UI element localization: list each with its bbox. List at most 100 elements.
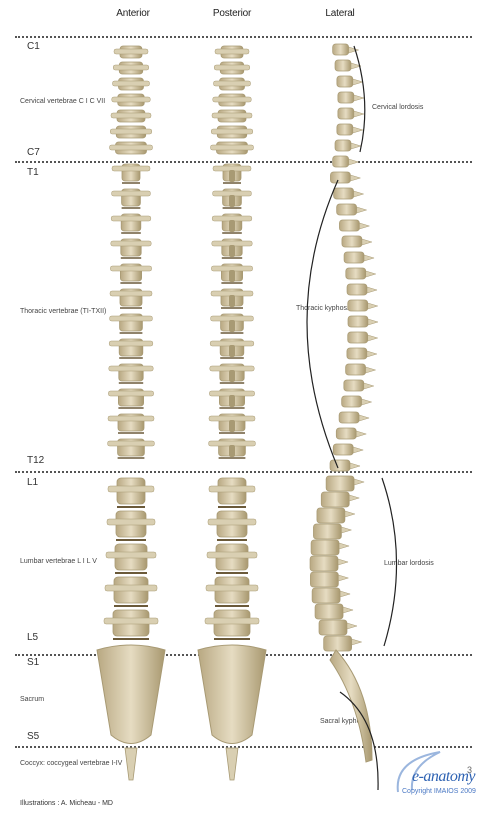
spinous-process bbox=[229, 420, 235, 432]
posterior-spine bbox=[198, 46, 266, 780]
spinous-process bbox=[229, 320, 235, 332]
lateral-vertebra bbox=[333, 44, 349, 55]
lateral-spinous-process bbox=[353, 447, 363, 453]
spinous-process bbox=[229, 270, 235, 282]
lateral-spinous-process bbox=[338, 575, 348, 581]
spinous-process bbox=[229, 395, 235, 407]
lateral-spinous-process bbox=[347, 623, 357, 629]
lateral-vertebra bbox=[333, 156, 349, 167]
transverse-process bbox=[212, 113, 252, 118]
lateral-vertebra bbox=[347, 284, 367, 295]
lateral-spinous-process bbox=[349, 159, 359, 165]
lateral-spinous-process bbox=[341, 527, 351, 533]
lateral-spinous-process bbox=[339, 543, 349, 549]
lateral-vertebra bbox=[335, 60, 351, 71]
lateral-vertebra bbox=[339, 412, 359, 423]
rib-articulation bbox=[112, 191, 151, 196]
transverse-process bbox=[214, 81, 251, 86]
lateral-vertebra bbox=[310, 572, 338, 587]
spinous-process bbox=[229, 245, 235, 257]
lateral-vertebra bbox=[311, 540, 339, 555]
lateral-spinous-process bbox=[349, 47, 359, 53]
lateral-spinous-process bbox=[356, 431, 366, 437]
lateral-spinous-process bbox=[367, 351, 377, 357]
spinous-process bbox=[229, 295, 235, 307]
lateral-vertebra bbox=[348, 300, 368, 311]
sacrum-bone bbox=[97, 645, 165, 744]
lateral-spinous-process bbox=[357, 207, 367, 213]
rib-articulation bbox=[110, 266, 151, 271]
lateral-spinous-process bbox=[350, 175, 360, 181]
transverse-process bbox=[105, 585, 157, 591]
lateral-spinous-process bbox=[340, 591, 350, 597]
illustration-credit: Illustrations : A. Micheau - MD bbox=[20, 800, 113, 807]
lateral-spinous-process bbox=[354, 95, 364, 101]
lateral-spinous-process bbox=[362, 239, 372, 245]
transverse-process bbox=[211, 145, 254, 150]
lateral-spinous-process bbox=[354, 479, 364, 485]
lateral-spinous-process bbox=[338, 559, 348, 565]
lateral-vertebra bbox=[338, 108, 354, 119]
transverse-process bbox=[106, 552, 156, 558]
lumbar-lordosis-bracket bbox=[382, 478, 397, 646]
rib-articulation bbox=[108, 441, 155, 446]
lateral-vertebra bbox=[326, 476, 354, 491]
lateral-vertebra bbox=[337, 124, 353, 135]
lateral-vertebra bbox=[330, 460, 350, 471]
lateral-vertebra bbox=[348, 332, 368, 343]
transverse-process bbox=[110, 145, 153, 150]
brand-logo-text: e-anatomy bbox=[412, 768, 475, 786]
transverse-process bbox=[207, 552, 257, 558]
copyright-text: Copyright IMAIOS 2009 bbox=[402, 788, 476, 795]
transverse-process bbox=[205, 618, 259, 624]
lateral-vertebra bbox=[324, 636, 352, 651]
transverse-process bbox=[113, 81, 150, 86]
transverse-process bbox=[209, 486, 255, 492]
rib-articulation bbox=[109, 341, 153, 346]
lateral-vertebra bbox=[347, 348, 367, 359]
lateral-spinous-process bbox=[354, 191, 364, 197]
rib-articulation bbox=[112, 166, 150, 171]
lateral-spinous-process bbox=[351, 143, 361, 149]
lateral-vertebra bbox=[344, 380, 364, 391]
rib-articulation bbox=[111, 241, 151, 246]
lateral-spinous-process bbox=[353, 79, 363, 85]
transverse-process bbox=[214, 65, 250, 70]
thoracic-kyphosis-bracket bbox=[307, 180, 338, 468]
lateral-vertebra bbox=[317, 508, 345, 523]
transverse-process bbox=[215, 49, 249, 54]
lateral-vertebra bbox=[321, 492, 349, 507]
lateral-spinous-process bbox=[362, 399, 372, 405]
lateral-vertebra bbox=[336, 428, 356, 439]
lateral-vertebra bbox=[310, 556, 338, 571]
transverse-process bbox=[211, 129, 253, 134]
lateral-spinous-process bbox=[368, 319, 378, 325]
lateral-spinous-process bbox=[345, 511, 355, 517]
rib-articulation bbox=[110, 316, 153, 321]
spinous-process bbox=[229, 445, 235, 457]
lateral-spinous-process bbox=[368, 335, 378, 341]
transverse-process bbox=[114, 49, 148, 54]
lateral-vertebra bbox=[342, 396, 362, 407]
transverse-process bbox=[107, 519, 155, 525]
lateral-spinous-process bbox=[364, 383, 374, 389]
transverse-process bbox=[110, 129, 152, 134]
lateral-vertebra bbox=[337, 76, 353, 87]
lateral-vertebra bbox=[346, 268, 366, 279]
transverse-process bbox=[113, 65, 149, 70]
spinous-process bbox=[229, 370, 235, 382]
spinous-process bbox=[229, 220, 235, 232]
lateral-spinous-process bbox=[359, 223, 369, 229]
rib-articulation bbox=[109, 366, 153, 371]
lateral-spine bbox=[310, 44, 378, 762]
lateral-spinous-process bbox=[366, 271, 376, 277]
transverse-process bbox=[208, 519, 256, 525]
lateral-vertebra bbox=[334, 188, 354, 199]
lateral-vertebra bbox=[315, 604, 343, 619]
lateral-vertebra bbox=[312, 588, 340, 603]
transverse-process bbox=[108, 486, 154, 492]
lateral-vertebra bbox=[319, 620, 347, 635]
lateral-vertebra bbox=[333, 444, 353, 455]
